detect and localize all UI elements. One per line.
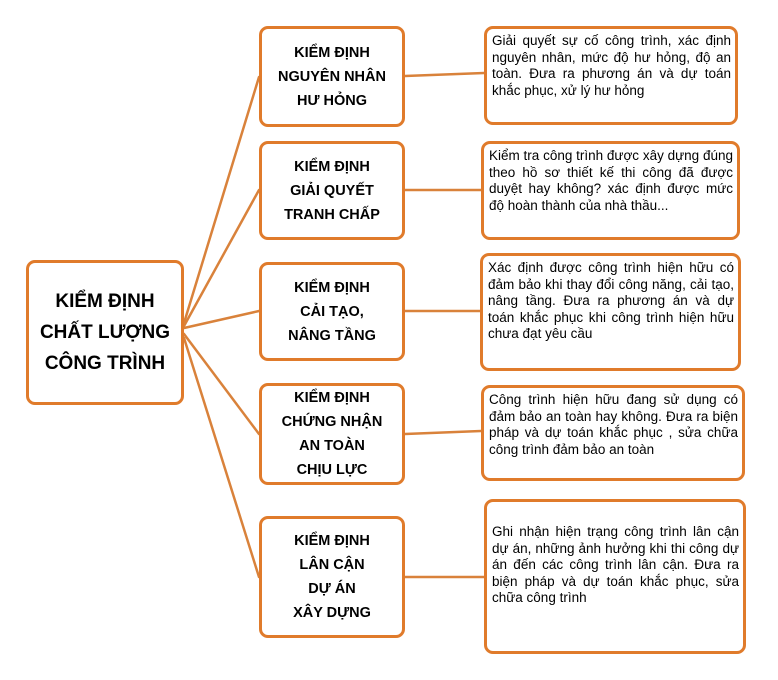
category-node-neighboring: KIỂM ĐỊNH LÂN CẬN DỰ ÁN XÂY DỰNG [259,516,405,638]
cat-0-to-desc-0-line [403,71,486,78]
description-text: Công trình hiện hữu đang sử dụng có đảm … [489,392,738,457]
description-text: Giải quyết sự cố công trình, xác định ng… [492,33,731,98]
description-node-dispute: Kiểm tra công trình được xây dựng đúng t… [481,141,740,240]
root-to-cat-3-line [182,332,261,436]
root-to-cat-4-line [182,336,261,579]
category-node-dispute: KIỂM ĐỊNH GIẢI QUYẾT TRANH CHẤP [259,141,405,240]
description-node-neighboring: Ghi nhận hiện trạng công trình lân cận d… [484,499,746,654]
description-text: Xác định được công trình hiện hữu có đảm… [488,260,734,341]
root-to-cat-2-line [182,309,261,330]
description-node-renovation: Xác định được công trình hiện hữu có đảm… [480,253,741,371]
category-title: KIỂM ĐỊNH CẢI TẠO, NÂNG TẦNG [288,279,376,344]
category-title: KIỂM ĐỊNH LÂN CẬN DỰ ÁN XÂY DỰNG [293,533,371,621]
category-node-renovation: KIỂM ĐỊNH CẢI TẠO, NÂNG TẦNG [259,262,405,361]
category-title: KIỂM ĐỊNH NGUYÊN NHÂN HƯ HỎNG [278,44,386,109]
description-text: Kiểm tra công trình được xây dựng đúng t… [489,148,733,213]
category-title: KIỂM ĐỊNH CHỨNG NHẬN AN TOÀN CHỊU LỰC [281,390,383,478]
root-to-cat-0-line [182,75,261,325]
description-node-failure-cause: Giải quyết sự cố công trình, xác định ng… [484,26,738,125]
root-node: KIỂM ĐỊNH CHẤT LƯỢNG CÔNG TRÌNH [26,260,184,405]
category-title: KIỂM ĐỊNH GIẢI QUYẾT TRANH CHẤP [284,158,380,223]
description-text: Ghi nhận hiện trạng công trình lân cận d… [492,524,739,605]
category-node-failure-cause: KIỂM ĐỊNH NGUYÊN NHÂN HƯ HỎNG [259,26,405,127]
description-node-load-safety: Công trình hiện hữu đang sử dụng có đảm … [481,385,745,481]
cat-3-to-desc-3-line [403,429,483,436]
root-title: KIỂM ĐỊNH CHẤT LƯỢNG CÔNG TRÌNH [39,291,171,374]
root-to-cat-1-line [182,188,261,328]
category-node-load-safety: KIỂM ĐỊNH CHỨNG NHẬN AN TOÀN CHỊU LỰC [259,383,405,485]
